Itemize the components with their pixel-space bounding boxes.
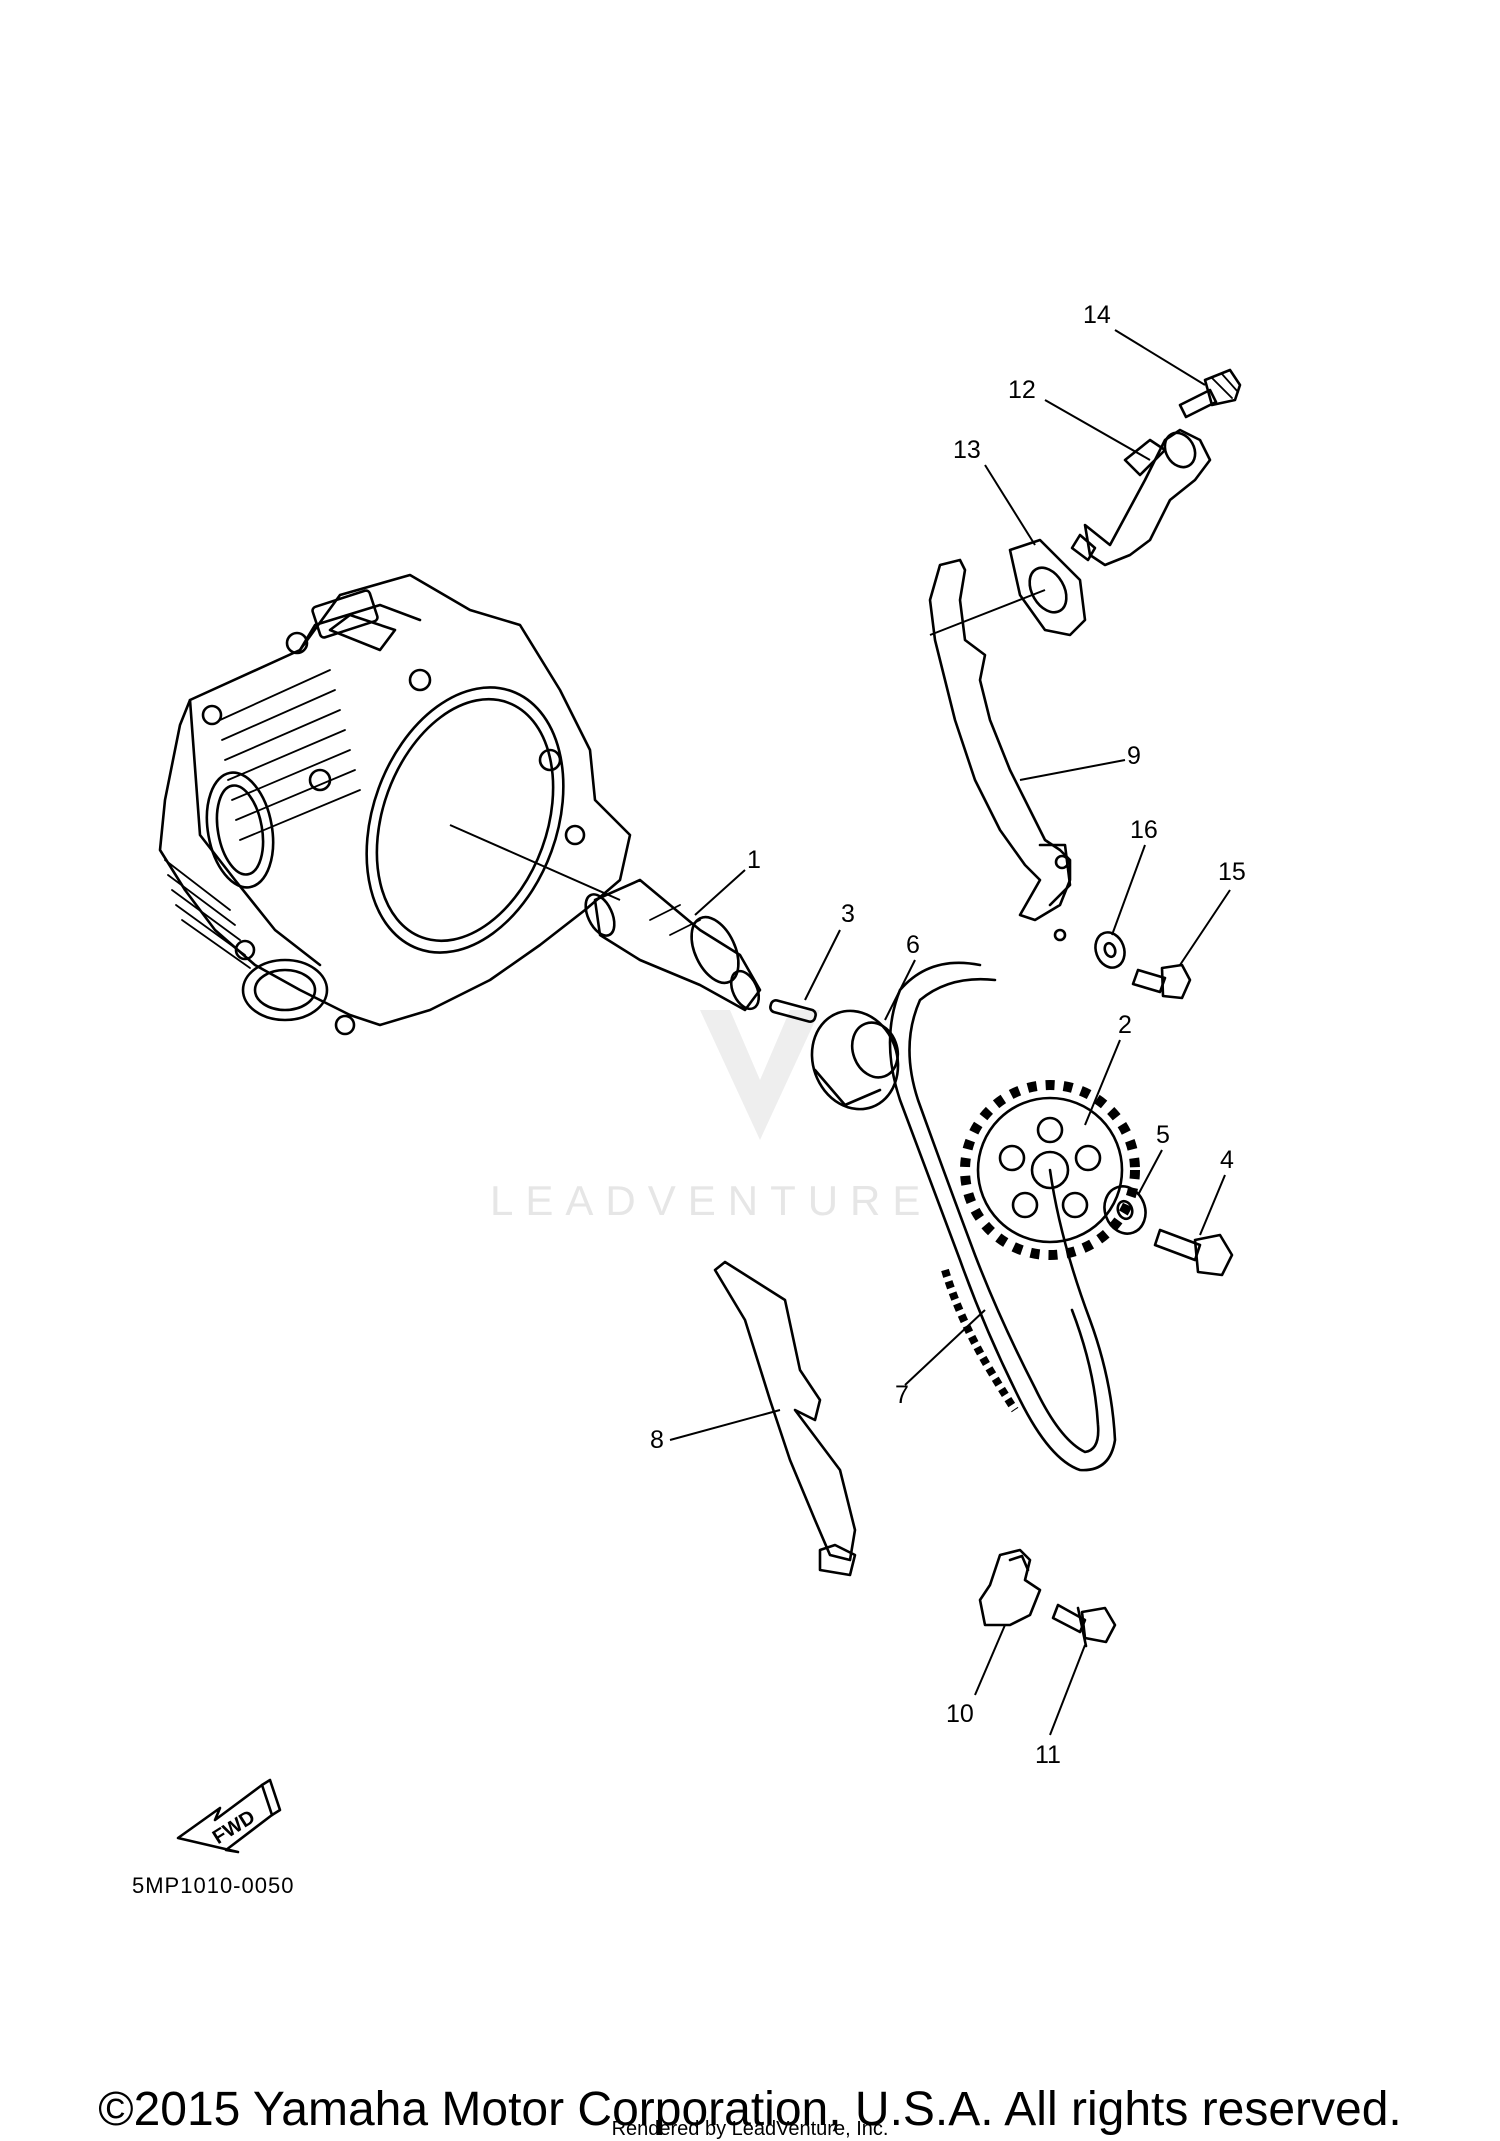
tensioner-cap-bolt: [1178, 368, 1242, 419]
callout-4: 4: [1220, 1146, 1234, 1174]
leadventure-watermark: LEADVENTURE: [490, 1010, 932, 1224]
callout-6: 6: [906, 931, 920, 959]
cam-sprocket: [960, 1080, 1140, 1260]
decompressor-collar: [810, 1009, 900, 1111]
bolt-11: [1051, 1603, 1117, 1648]
bolt-4: [1153, 1228, 1234, 1277]
chain-guide-9: [928, 558, 1072, 942]
callout-5: 5: [1156, 1121, 1170, 1149]
washer-5: [1103, 1185, 1147, 1235]
callout-numbers: 1 2 3 4 5 6 7 8 9 10 11 12 13 14 15 16: [650, 301, 1246, 1769]
callout-9: 9: [1127, 742, 1141, 770]
chain-guide-stopper-10: [978, 1548, 1042, 1627]
copyright-text: ©2015 Yamaha Motor Corporation, U.S.A. A…: [98, 2083, 1402, 2136]
chain-guide-8: [713, 1260, 857, 1577]
tensioner-gasket: [1008, 538, 1087, 637]
callout-8: 8: [650, 1426, 664, 1454]
rendered-by-text: Rendered by LeadVenture, Inc.: [611, 2118, 889, 2140]
callout-13: 13: [953, 436, 981, 464]
callout-7: 7: [895, 1381, 909, 1409]
callout-2: 2: [1118, 1011, 1132, 1039]
callout-1: 1: [747, 846, 761, 874]
cam-chain: [888, 961, 1117, 1472]
diagram-code: 5MP1010-0050: [132, 1873, 294, 1898]
callout-11: 11: [1035, 1741, 1061, 1769]
dowel-pin: [769, 999, 817, 1023]
camshaft: [584, 878, 762, 1012]
chain-tensioner: [1070, 428, 1212, 567]
callout-3: 3: [841, 900, 855, 928]
washer-16: [1094, 931, 1126, 969]
callout-15: 15: [1218, 858, 1246, 886]
callout-14: 14: [1083, 301, 1111, 329]
fwd-arrow-icon: FWD: [176, 1778, 282, 1854]
callout-10: 10: [946, 1700, 974, 1728]
leader-lines: [449, 329, 1231, 1736]
bolt-15: [1131, 963, 1192, 1000]
callout-12: 12: [1008, 376, 1036, 404]
cylinder-head: [158, 573, 632, 1036]
watermark-text: LEADVENTURE: [490, 1177, 932, 1224]
callout-16: 16: [1130, 816, 1158, 844]
